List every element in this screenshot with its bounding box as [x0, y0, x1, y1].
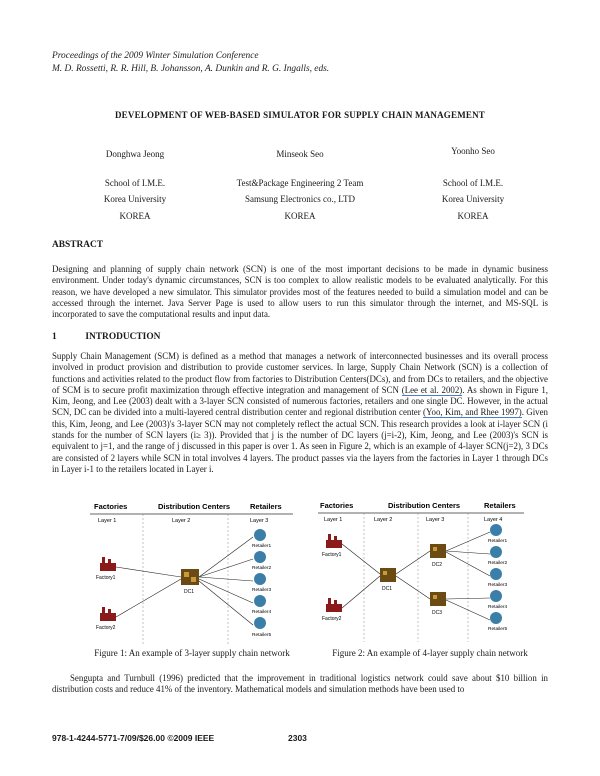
fig1-layer-2: Layer 2: [172, 518, 190, 524]
figure-2-diagram: Factories Distribution Centers Retailers…: [318, 496, 526, 644]
fig1-header-dc: Distribution Centers: [158, 502, 230, 511]
author-dept: Test&Package Engineering 2 Team: [236, 177, 364, 188]
fig1-dc-1: DC1: [184, 589, 194, 595]
paper-title: DEVELOPMENT OF WEB-BASED SIMULATOR FOR S…: [114, 110, 486, 120]
intro-text-c: . Given this, Kim, Jeong, and Lee (2003)…: [52, 407, 548, 474]
intro-paragraph-2: Sengupta and Turnbull (1996) predicted t…: [52, 673, 548, 696]
retailer-icons: [490, 524, 502, 624]
footer-isbn: 978-1-4244-5771-7/09/$26.00 ©2009 IEEE: [52, 733, 215, 743]
abstract-text: Designing and planning of supply chain n…: [52, 264, 548, 320]
author-org: Korea University: [441, 194, 505, 204]
fig1-retailer-5: Retailer5: [252, 632, 272, 638]
author-org: Samsung Electronics co., LTD: [245, 194, 355, 204]
fig2-header-factories: Factories: [320, 501, 353, 510]
section-title: INTRODUCTION: [85, 332, 161, 342]
factory-icon: [326, 598, 342, 612]
figure-1-caption: Figure 1: An example of 3-layer supply c…: [94, 648, 290, 658]
dc-icon: [430, 592, 446, 606]
fig1-retailer-3: Retailer3: [252, 587, 272, 593]
fig2-layer-2: Layer 2: [374, 517, 392, 523]
fig2-retailer-4: Retailer4: [488, 604, 508, 610]
fig2-layer-4: Layer 4: [484, 517, 502, 523]
fig1-layer-1: Layer 1: [98, 518, 116, 524]
fig1-retailer-2: Retailer2: [252, 565, 272, 571]
page-number: 2303: [288, 733, 307, 743]
fig2-layer-1: Layer 1: [324, 517, 342, 523]
figure-1-diagram: Factories Distribution Centers Retailers…: [88, 497, 296, 647]
fig2-retailer-2: Retailer2: [488, 560, 508, 566]
citation-link-yoo[interactable]: (Yoo, Kim, and Rhee 1997): [423, 407, 522, 419]
abstract-paragraph: Designing and planning of supply chain n…: [52, 264, 548, 320]
fig1-factory-1: Factory1: [96, 575, 116, 581]
author-dept: School of I.M.E.: [442, 177, 504, 188]
section-number: 1: [52, 332, 57, 342]
proceedings-header: Proceedings of the 2009 Winter Simulatio…: [52, 50, 329, 76]
author-name: Yoonho Seo: [451, 146, 495, 156]
fig2-layer-3: Layer 3: [426, 517, 444, 523]
fig2-dc-3: DC3: [432, 610, 442, 616]
dc-icon: [181, 569, 199, 585]
fig1-layer-3: Layer 3: [250, 518, 268, 524]
fig2-retailer-1: Retailer1: [488, 538, 508, 544]
author-block-3: Yoonho Seo School of I.M.E. Korea Univer…: [398, 143, 548, 224]
factory-icon: [100, 557, 116, 571]
fig2-retailer-5: Retailer5: [488, 626, 508, 632]
intro-text-b: . As shown in Figure 1, Kim, Jeong, and …: [52, 384, 548, 418]
intro-heading: 1 INTRODUCTION: [52, 332, 160, 342]
dc-icon: [380, 568, 396, 582]
figure-1: Factories Distribution Centers Retailers…: [88, 497, 296, 647]
author-country: KOREA: [284, 210, 316, 221]
abstract-heading: ABSTRACT: [52, 240, 104, 250]
author-dept: School of I.M.E.: [104, 177, 166, 188]
fig2-factory-1: Factory1: [322, 552, 342, 558]
author-country: KOREA: [119, 210, 151, 221]
intro-text-2: Sengupta and Turnbull (1996) predicted t…: [52, 673, 548, 695]
author-name: Donghwa Jeong: [105, 149, 165, 159]
fig2-header-retailers: Retailers: [484, 501, 516, 510]
fig1-header-retailers: Retailers: [250, 502, 282, 511]
citation-link-lee[interactable]: (Lee et al. 2002): [401, 384, 463, 396]
author-name: Minseok Seo: [276, 149, 324, 159]
author-block-2: Minseok Seo Test&Package Engineering 2 T…: [225, 146, 375, 224]
retailer-icons: [254, 529, 266, 629]
figure-2-caption: Figure 2: An example of 4-layer supply c…: [332, 648, 528, 658]
intro-text-a: Supply Chain Management (SCM) is defined…: [52, 351, 548, 395]
editors-line: M. D. Rossetti, R. R. Hill, B. Johansson…: [52, 64, 330, 74]
factory-icon: [100, 607, 116, 621]
fig2-header-dc: Distribution Centers: [388, 501, 460, 510]
fig2-retailer-3: Retailer3: [488, 582, 508, 588]
figure-2: Factories Distribution Centers Retailers…: [318, 496, 526, 644]
fig1-header-factories: Factories: [94, 502, 127, 511]
factory-icon: [326, 534, 342, 548]
fig2-dc-2: DC2: [432, 562, 442, 568]
fig1-retailer-4: Retailer4: [252, 609, 272, 615]
proceedings-line: Proceedings of the 2009 Winter Simulatio…: [52, 51, 259, 61]
fig2-dc-1: DC1: [382, 586, 392, 592]
intro-paragraph-1: Supply Chain Management (SCM) is defined…: [52, 351, 548, 475]
fig1-retailer-1: Retailer1: [252, 543, 272, 549]
fig2-factory-2: Factory2: [322, 616, 342, 622]
author-block-1: Donghwa Jeong School of I.M.E. Korea Uni…: [60, 146, 210, 224]
author-org: Korea University: [103, 194, 167, 204]
fig1-factory-2: Factory2: [96, 625, 116, 631]
dc-icon: [430, 544, 446, 558]
author-country: KOREA: [457, 210, 489, 221]
